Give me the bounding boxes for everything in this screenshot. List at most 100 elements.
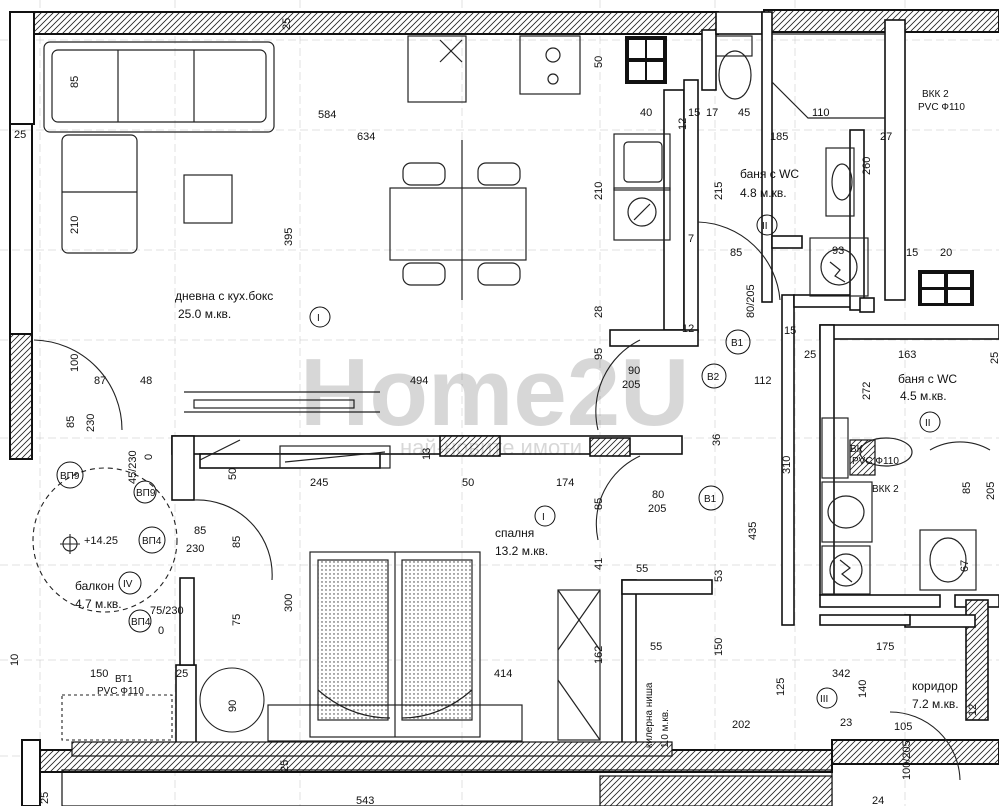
dim-125: 125 xyxy=(775,678,787,696)
dim-185: 185 xyxy=(770,131,788,143)
door-tag-b1-top: B1 xyxy=(731,338,744,349)
room-bath1-name: баня с WC xyxy=(740,167,799,181)
top-wall xyxy=(9,11,719,35)
dim-36: 36 xyxy=(711,434,723,446)
dim-205-a: 205 xyxy=(622,379,640,391)
pipe-vkk2-top: ВКК 2 xyxy=(922,89,949,100)
left-wall-upper xyxy=(9,11,35,125)
dim-90: 90 xyxy=(628,365,640,377)
dim-0-b: 0 xyxy=(158,625,164,637)
dim-90-b: 90 xyxy=(227,700,239,712)
room-bedroom-zone-badge xyxy=(534,505,556,527)
wardrobe xyxy=(199,439,391,469)
dim-80-b: 80 xyxy=(652,489,664,501)
dim-150-left: 150 xyxy=(90,668,108,680)
room-bath1-zone-badge xyxy=(756,214,778,236)
balcony-fixtures xyxy=(32,467,265,741)
level-mark: +14.25 xyxy=(84,535,118,547)
dining-table xyxy=(389,140,527,300)
left-wall-lower xyxy=(9,123,33,335)
pipe-pvc-mid: PVC Ф110 xyxy=(852,456,899,467)
door-swings xyxy=(33,221,991,781)
dim-45-230: 45/230 xyxy=(127,450,139,484)
room-bath2-zone: II xyxy=(925,418,931,429)
dim-163: 163 xyxy=(898,349,916,361)
room-bedroom-name: спалня xyxy=(495,526,534,540)
room-balcony-area: 4.7 м.кв. xyxy=(75,597,122,611)
dim-150-mid: 150 xyxy=(713,638,725,656)
dim-27: 27 xyxy=(880,131,892,143)
dim-50-kitchen: 50 xyxy=(593,56,605,68)
dim-543: 543 xyxy=(356,795,374,806)
balcony-sill xyxy=(184,391,380,413)
pipe-labels: ВКК 2 PVC Ф110 ВК PVC Ф110 ВКК 2 ВТ1 PVC… xyxy=(97,89,965,697)
dim-260: 260 xyxy=(861,157,873,175)
room-storage-area: 1.0 м.кв. xyxy=(660,709,671,748)
dim-175: 175 xyxy=(876,641,894,653)
room-corridor-area: 7.2 м.кв. xyxy=(912,697,959,711)
hatched-wall-segments xyxy=(61,439,876,806)
interior-walls xyxy=(171,11,999,756)
outer-walls xyxy=(9,9,999,806)
balcony-parapet xyxy=(21,739,41,806)
room-bath2-name: баня с WC xyxy=(898,372,957,386)
dim-85-door: 85 xyxy=(730,247,742,259)
dim-110: 110 xyxy=(812,107,830,119)
dim-174: 174 xyxy=(556,477,574,489)
dim-245: 245 xyxy=(310,477,328,489)
dim-494: 494 xyxy=(410,375,428,387)
dim-100-205: 100/205 xyxy=(901,740,913,780)
room-corridor-name: коридор xyxy=(912,679,958,693)
dim-25-left: 25 xyxy=(14,129,26,141)
dim-15: 15 xyxy=(688,107,700,119)
sofa xyxy=(43,41,275,254)
dim-13: 13 xyxy=(421,448,433,460)
dim-85-right: 85 xyxy=(961,482,973,494)
dim-23: 23 xyxy=(840,717,852,729)
door-tag-b1-mid: B1 xyxy=(704,494,717,505)
pipe-vt1: ВТ1 xyxy=(115,674,133,685)
dim-80-205: 80/205 xyxy=(745,284,757,318)
watermark: Home2U най-новите имоти xyxy=(300,339,689,460)
left-wall-window xyxy=(9,333,33,460)
bathroom-2-fixtures xyxy=(821,417,977,595)
coffee-table xyxy=(183,174,233,224)
dim-7: 7 xyxy=(688,233,694,245)
bathroom-1-fixtures xyxy=(715,33,886,297)
dim-140: 140 xyxy=(857,680,869,698)
door-tag-b2: B2 xyxy=(707,372,720,383)
room-labels: дневна с кух.бокс 25.0 м.кв. I баня с WC… xyxy=(75,167,959,748)
bottom-wall-right xyxy=(831,739,999,765)
dim-95: 95 xyxy=(593,348,605,360)
dim-162: 162 xyxy=(593,646,605,664)
dim-55-b: 55 xyxy=(650,641,662,653)
dim-20-b: 20 xyxy=(940,247,952,259)
room-corridor-zone-badge xyxy=(816,687,838,709)
dim-300: 300 xyxy=(283,594,295,612)
watermark-sub: най-новите имоти xyxy=(400,435,582,460)
dim-75-230: 75/230 xyxy=(150,605,184,617)
dim-40: 40 xyxy=(640,107,652,119)
dim-25-d: 25 xyxy=(989,352,999,364)
dim-435: 435 xyxy=(747,522,759,540)
dim-202: 202 xyxy=(732,719,750,731)
door-tag-vp9-small: ВП9 xyxy=(136,488,156,499)
room-bedroom-zone: I xyxy=(542,512,545,523)
door-tag-vp4-small: ВП4 xyxy=(131,617,151,628)
dim-41: 41 xyxy=(593,558,605,570)
dim-17: 17 xyxy=(706,107,718,119)
dim-85-sofa: 85 xyxy=(69,76,81,88)
door-tag-vp9: ВП9 xyxy=(60,471,80,482)
dim-230-left: 230 xyxy=(85,414,97,432)
dim-100: 100 xyxy=(69,354,81,372)
dimension-labels: 25 85 25 584 634 210 395 50 40 15 17 45 … xyxy=(9,18,999,806)
pipe-vkk2-mid: ВКК 2 xyxy=(872,484,899,495)
dim-584: 584 xyxy=(318,109,336,121)
dim-342: 342 xyxy=(832,668,850,680)
dim-25-f: 25 xyxy=(39,792,51,804)
dim-10: 10 xyxy=(9,654,21,666)
dim-25-c: 25 xyxy=(804,349,816,361)
dim-205-b: 205 xyxy=(648,503,666,515)
dim-25-e: 25 xyxy=(176,668,188,680)
